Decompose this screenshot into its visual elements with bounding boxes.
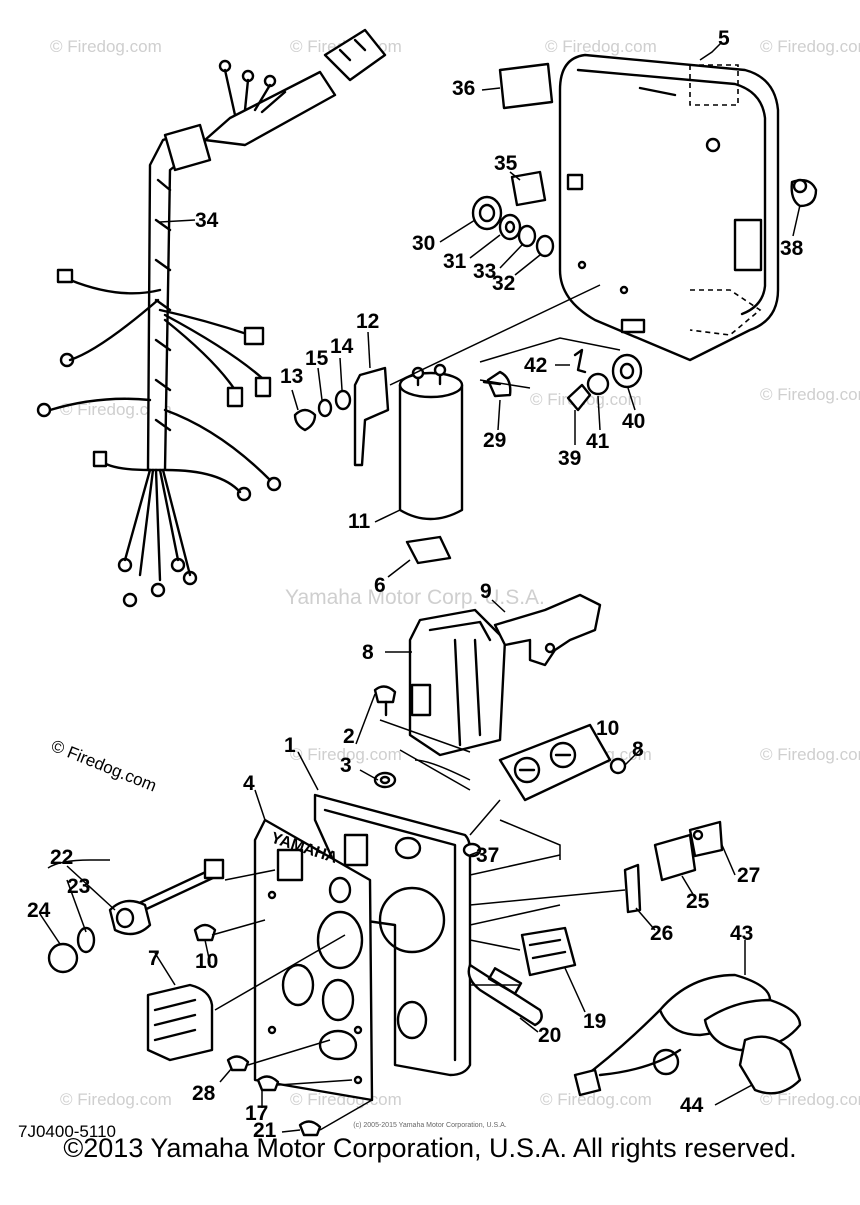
- callout-22: 22: [50, 846, 73, 869]
- callout-21: 21: [253, 1119, 277, 1142]
- watermark: © Firedog.com: [760, 37, 860, 56]
- meter: [146, 983, 214, 1062]
- bolt-and-grommets: [482, 348, 643, 412]
- watermark: © Firedog.com: [760, 745, 860, 764]
- callout-11: 11: [348, 510, 371, 533]
- callout-17: 17: [245, 1102, 268, 1125]
- outlet-receptacle: [498, 723, 627, 802]
- callout-29: 29: [483, 429, 506, 452]
- callout-31: 31: [443, 250, 467, 273]
- watermark-layer: © Firedog.com © Firedog.com © Firedog.co…: [49, 37, 860, 1109]
- callout-20: 20: [538, 1024, 561, 1047]
- switch-parts: [623, 820, 724, 914]
- callout-41: 41: [586, 430, 610, 453]
- callout-3: 3: [340, 754, 352, 777]
- callout-13: 13: [280, 365, 303, 388]
- callout-36: 36: [452, 77, 475, 100]
- callout-33: 33: [473, 260, 496, 283]
- callout-8-nut: 8: [632, 738, 644, 761]
- capacitor-bracket: [293, 366, 390, 467]
- callout-1: 1: [284, 734, 296, 757]
- copyright-notice: ©2013 Yamaha Motor Corporation, U.S.A. A…: [63, 1133, 797, 1163]
- callout-23: 23: [67, 875, 90, 898]
- callout-30: 30: [412, 232, 435, 255]
- switch-and-plate: [467, 926, 577, 1027]
- small-copyright: (c) 2005-2015 Yamaha Motor Corporation, …: [353, 1122, 507, 1129]
- callout-25: 25: [686, 890, 710, 913]
- front-panel: YAMAHA: [253, 818, 374, 1102]
- power-cord: [573, 973, 802, 1097]
- callout-labels: 5 36 35 38 34 30 31 33 32 12 14 15 13 42…: [27, 27, 804, 1142]
- callout-9: 9: [480, 580, 492, 603]
- callout-28: 28: [192, 1082, 216, 1105]
- pilot-lamp: [47, 858, 225, 974]
- callout-12: 12: [356, 310, 379, 333]
- panel-screws: [193, 923, 322, 1137]
- watermark-left: © Firedog.com: [49, 736, 160, 795]
- callout-15: 15: [305, 347, 329, 370]
- watermark: © Firedog.com: [545, 37, 657, 56]
- screw-and-washer: [373, 685, 397, 789]
- callout-38: 38: [780, 237, 804, 260]
- callout-44: 44: [680, 1094, 704, 1117]
- watermark: © Firedog.com: [290, 745, 402, 764]
- watermark: © Firedog.com: [60, 400, 172, 419]
- panel-frame: [313, 793, 482, 1077]
- leader-lines: [39, 41, 801, 1133]
- callout-24: 24: [27, 899, 51, 922]
- callout-42: 42: [524, 354, 547, 377]
- callout-5: 5: [718, 27, 730, 50]
- callout-14: 14: [330, 335, 354, 358]
- callout-27: 27: [737, 864, 760, 887]
- grommet-38: [790, 178, 818, 208]
- watermark: © Firedog.com: [540, 1090, 652, 1109]
- callout-6: 6: [374, 574, 386, 597]
- callout-19: 19: [583, 1010, 606, 1033]
- capacitor: [398, 363, 464, 565]
- callout-39: 39: [558, 447, 581, 470]
- watermark-center: Yamaha Motor Corp. U.S.A.: [285, 586, 545, 609]
- circuit-breaker: [408, 608, 507, 757]
- part-code: 7J0400-5110: [18, 1122, 116, 1141]
- watermark: © Firedog.com: [50, 37, 162, 56]
- callout-40: 40: [622, 410, 645, 433]
- callout-32: 32: [492, 272, 515, 295]
- callout-2: 2: [343, 725, 355, 748]
- knob-and-washers: [471, 195, 555, 258]
- callout-4: 4: [243, 772, 255, 795]
- callout-43: 43: [730, 922, 753, 945]
- callout-35: 35: [494, 152, 518, 175]
- callout-10-screw: 10: [195, 950, 218, 973]
- housing-box: [558, 53, 780, 362]
- callout-7: 7: [148, 947, 160, 970]
- watermark: © Firedog.com: [60, 1090, 172, 1109]
- callout-10-outlet: 10: [596, 717, 619, 740]
- decals: [498, 62, 554, 207]
- watermark: © Firedog.com: [290, 1090, 402, 1109]
- watermark: © Firedog.com: [760, 1090, 860, 1109]
- callout-26: 26: [650, 922, 673, 945]
- callout-8: 8: [362, 641, 374, 664]
- watermark: © Firedog.com: [760, 385, 860, 404]
- callout-34: 34: [195, 209, 219, 232]
- wiring-harness: [36, 28, 387, 608]
- callout-37: 37: [476, 844, 499, 867]
- breaker-bracket: [493, 593, 602, 667]
